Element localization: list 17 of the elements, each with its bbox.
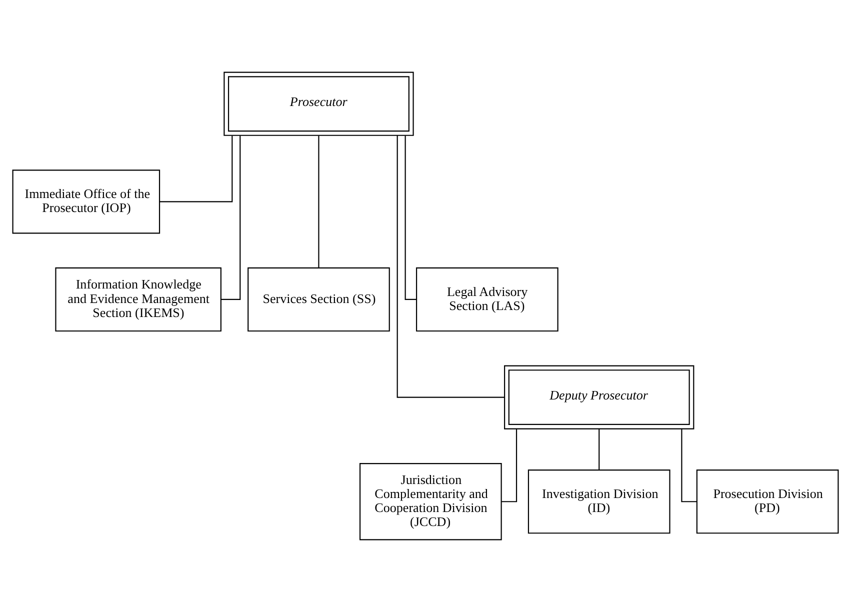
connector [220, 136, 241, 300]
node-box: Prosecutor [224, 72, 414, 136]
node-box: Legal Advisory Section (LAS) [416, 267, 558, 332]
node-box: Prosecution Division (PD) [696, 470, 839, 534]
connector [318, 136, 320, 268]
node-box: Information Knowledge and Evidence Management Section (IKEMS) [55, 267, 222, 332]
node-box: Services Section (SS) [248, 267, 390, 332]
node-box: Investigation Division (ID) [528, 470, 670, 534]
connector [598, 428, 600, 470]
connector [396, 136, 504, 398]
node-box: Deputy Prosecutor [504, 365, 694, 430]
connector [502, 428, 518, 502]
connector [404, 136, 416, 300]
node-box: Immediate Office of the Prosecutor (IOP) [12, 170, 160, 234]
connector [681, 428, 697, 502]
connector [160, 136, 233, 202]
node-box: Jurisdiction Complementarity and Cooperation Division (JCCD) [359, 463, 502, 540]
